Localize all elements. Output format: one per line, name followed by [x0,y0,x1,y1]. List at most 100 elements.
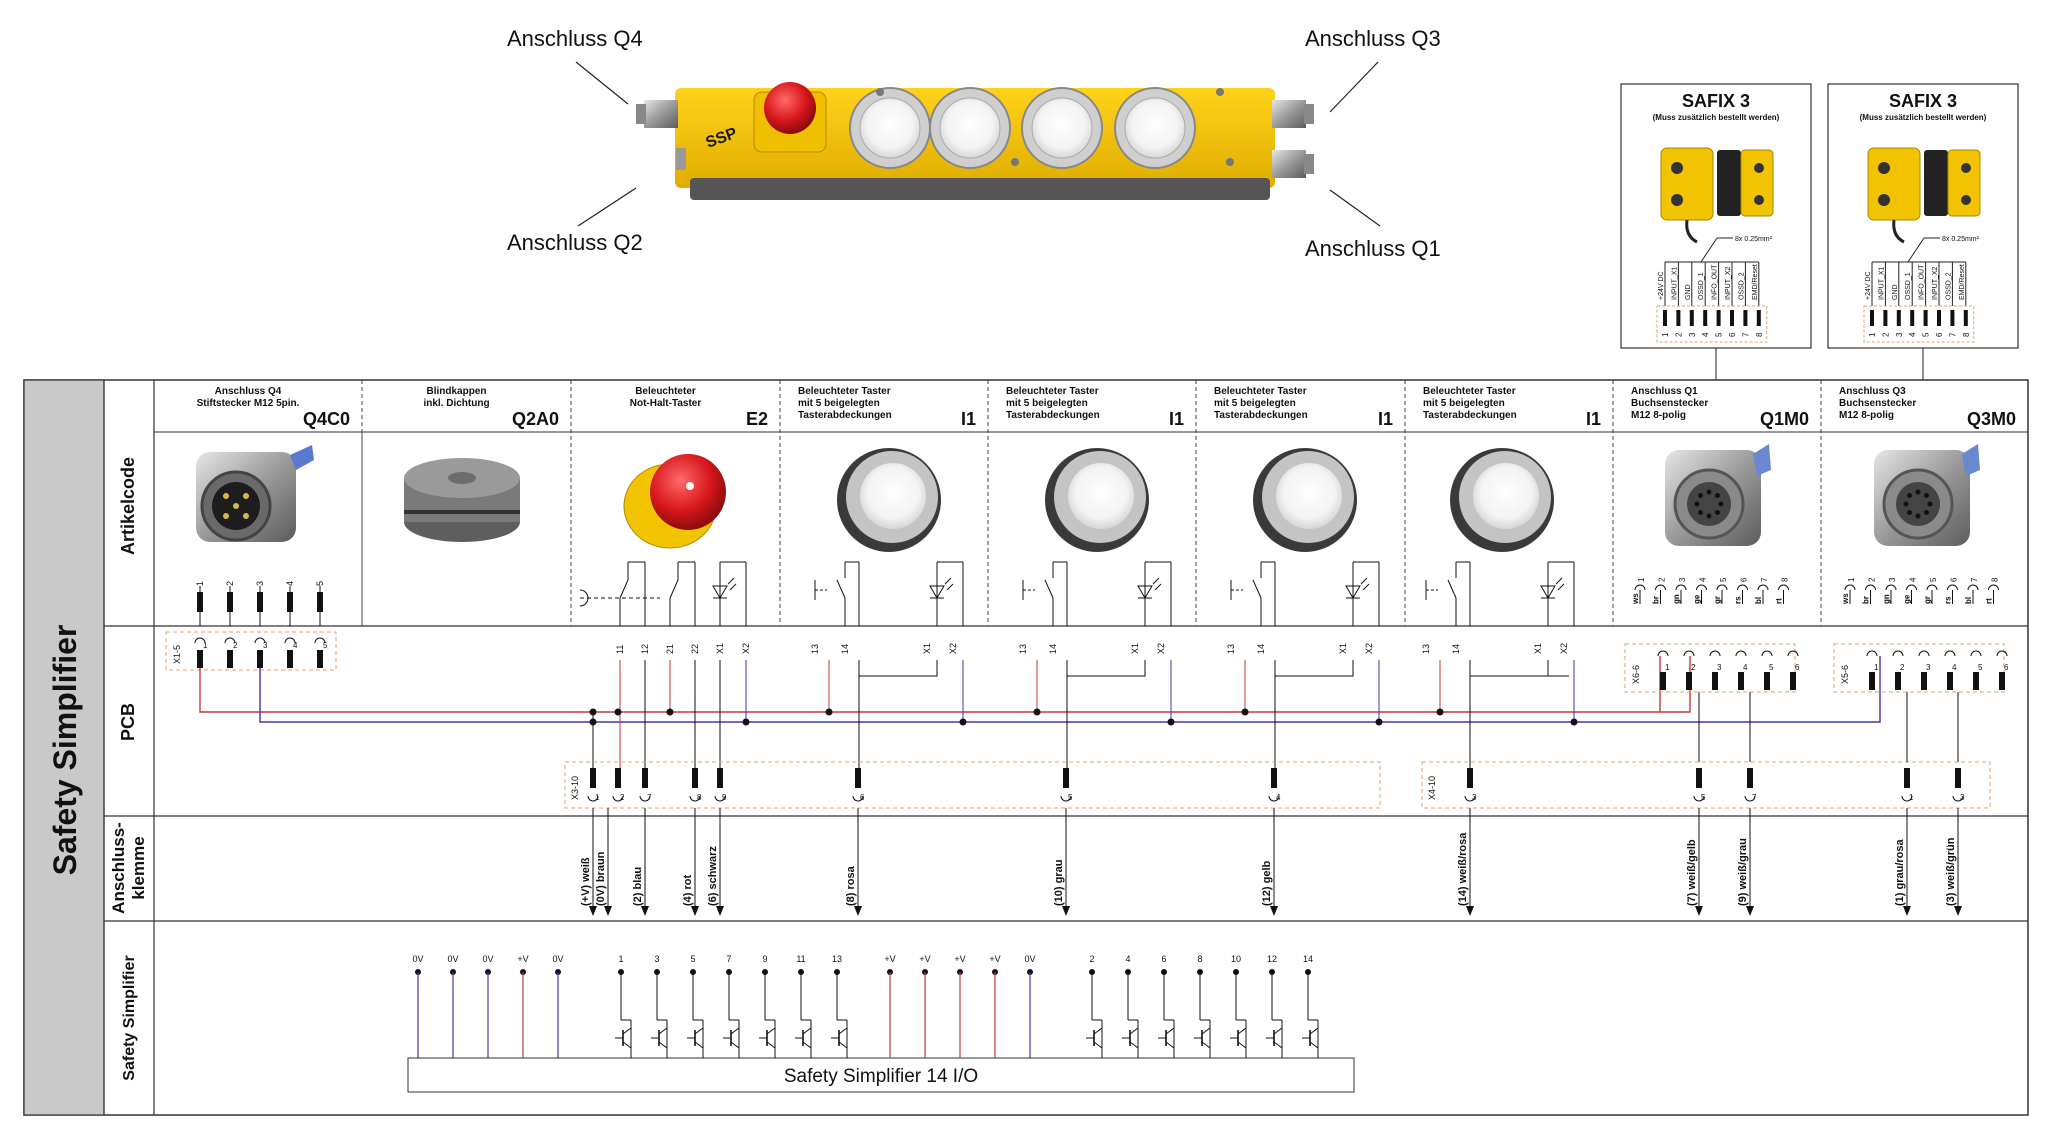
button-terminal: 13 [1018,644,1028,654]
photo-buttons [849,87,1196,169]
column-description: Tasterabdeckungen [1423,410,1517,421]
terminal-label: (1) grau/rosa [1894,838,1906,906]
m12-pin-number: 8 [1991,577,2000,582]
ss-io-pin-label: 9 [762,954,767,964]
x3-pin [855,768,861,788]
q4-pin [287,592,293,612]
safix-cable-label: 8x 0.25mm² [1942,236,1980,243]
ss-power-pin-label: 0V [412,954,423,964]
image-m12-male-connector [196,445,314,542]
column-description: Beleuchteter Taster [798,386,891,397]
estop-terminal: X2 [741,643,751,654]
image-estop-button [623,454,726,549]
m12-pin-number: 7 [1970,577,1979,582]
x4-pin-number: 3 [1472,793,1477,802]
m12-pin-number: 7 [1760,577,1769,582]
q4-pin-number: 5 [315,581,325,586]
connector-box-pin: 2 [1900,663,1905,672]
column-description: Tasterabdeckungen [798,410,892,421]
top-leaders [575,61,1381,227]
label-q3: Anschluss Q3 [1305,26,1441,51]
column-code: I1 [961,409,976,429]
m12-pin-number: 2 [1868,577,1877,582]
estop-terminal: X1 [715,643,725,654]
safix-pin-number: 6 [1935,332,1944,337]
terminal-label: (2) blau [632,867,644,906]
safix-pin-name: +24V DC [1865,271,1872,300]
safix-pin [1870,310,1874,326]
m12-pin-number: 4 [1909,577,1918,582]
m12-wire-color: rs [1944,596,1953,604]
ss-box [407,1057,1355,1093]
safix-pin [1950,310,1955,326]
m12-wire-color: gn [1672,594,1681,604]
safix-pin-number: 3 [1895,332,1904,337]
safix-pin-name: GND [1685,284,1692,300]
x4-pin [1696,768,1702,788]
ss-io-pin-label: 6 [1161,954,1166,964]
button-terminal: X2 [948,643,958,654]
safix-pin-name: INPUT_X2 [1725,266,1732,300]
safix-pin [1663,310,1667,326]
safix-pin [1756,310,1761,326]
sidebar-gray [23,379,105,1116]
m12-pin-number: 2 [1658,577,1667,582]
ss-power-pin-label: +V [954,954,965,964]
safix-pin-name: EMD/Reset [1959,264,1966,300]
connector-box-label: X6-6 [1631,665,1641,684]
column-code: Q3M0 [1967,409,2016,429]
ss-io-pin-label: 10 [1231,954,1241,964]
column-description: Beleuchteter Taster [1214,386,1307,397]
connector-box-pin: 4 [1743,663,1748,672]
bus-blue [259,656,1881,723]
m12-pin-number: 3 [1888,577,1897,582]
column-description: Tasterabdeckungen [1006,410,1100,421]
ss-power-pin-label: +V [517,954,528,964]
ss-power-pin-label: 0V [552,954,563,964]
safix-pin-name: INPUT_X1 [1671,266,1678,300]
x3-pin [1063,768,1069,788]
m12-wire-color: br [1862,596,1871,604]
terminal-label: (9) weiß/grau [1737,838,1749,906]
m12-wire-color: ws [1841,593,1850,605]
safix-pin [1937,310,1941,326]
button-terminal: X2 [1559,643,1569,654]
terminal-label: (4) rot [682,875,694,907]
button-terminal: X1 [1130,643,1140,654]
connector-box-pin: 6 [1795,663,1800,672]
safix-pin-name: OSSD_1 [1698,272,1705,300]
row-label-klemme-1: Anschluss- [109,822,128,914]
x4-pin-number: 7 [1752,793,1757,802]
terminal-labels: (+V) weiß(0V) braun(2) blau(4) rot(6) sc… [580,808,1962,916]
column-code: I1 [1586,409,1601,429]
main-table [23,379,2029,1116]
q4-pin-number: 4 [285,581,295,586]
safix-box-2: SAFIX 3(Muss zusätzlich bestellt werden)… [1827,83,2019,380]
estop-terminal: 22 [690,644,700,654]
column-code: I1 [1378,409,1393,429]
x4-pin-number: 1 [1909,793,1914,802]
image-illuminated-button [1253,448,1357,552]
control-station-photo: SSP [636,82,1314,200]
safix-pin-number: 4 [1908,332,1917,337]
terminal-label: (6) schwarz [707,846,719,906]
ss-io-pin-label: 2 [1089,954,1094,964]
column-description: Beleuchteter [635,386,696,397]
m12-pin-number: 5 [1929,577,1938,582]
x3-pin [615,768,621,788]
q4-pin-number: 2 [225,581,235,586]
photo-button-lens [939,97,1001,159]
column-description: Anschluss Q4 [215,386,282,397]
button-terminal: X1 [1338,643,1348,654]
x3-label: X3-10 [570,776,580,800]
ss-io-pin-label: 5 [690,954,695,964]
column-code: Q1M0 [1760,409,1809,429]
m12-pin-number: 3 [1678,577,1687,582]
label-q2: Anschluss Q2 [507,230,643,255]
safix-pin-number: 5 [1922,332,1931,337]
safix-pin-number: 1 [1868,332,1877,337]
ss-power-pin-label: +V [989,954,1000,964]
x3-pin-number: 7 [647,793,652,802]
